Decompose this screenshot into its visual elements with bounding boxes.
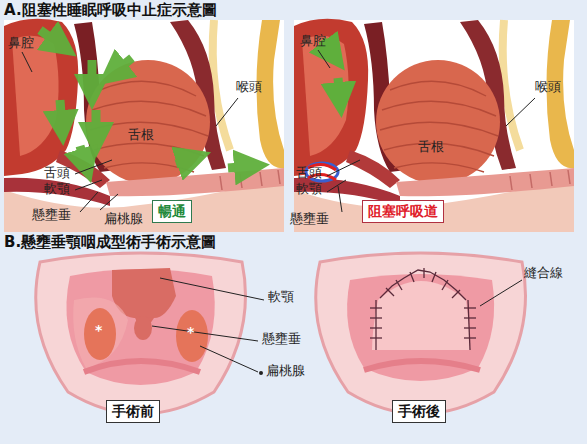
part-label: 喉頭 [535,80,561,95]
part-label: 喉頭 [236,80,262,95]
box-text: 暢通 [158,203,186,219]
part-label: 懸壅垂 [262,332,301,347]
section-heading: B.懸壅垂顎咽成型術手術示意圖 [4,234,216,251]
part-label: 扁桃腺 [266,364,305,379]
part-label: 懸壅垂 [290,212,329,227]
part-label: 軟顎 [44,182,70,197]
part-label: 軟顎 [296,182,322,197]
box-text: 阻塞呼吸道 [368,203,438,219]
part-label: 鼻腔 [8,36,34,51]
part-label: 舌根 [418,140,444,155]
label-box: 手術前 [106,400,160,423]
part-label: 縫合線 [524,266,563,281]
label-box: 阻塞呼吸道 [362,200,444,223]
part-label: 鼻腔 [300,34,326,49]
asterisk-mark: * [95,322,102,338]
part-label: 扁桃腺 [104,212,143,227]
part-label: 軟顎 [268,290,294,305]
box-text: 手術前 [112,403,154,419]
section-heading: A.阻塞性睡眠呼吸中止症示意圖 [4,2,217,19]
part-label: 舌頭 [44,166,70,181]
box-text: 手術後 [398,403,440,419]
label-box: 手術後 [392,400,446,423]
part-label: 舌頭 [296,166,322,181]
part-label: 舌根 [128,128,154,143]
part-label: 懸壅垂 [32,208,71,223]
label-box: 暢通 [152,200,192,223]
asterisk-mark: * [187,324,194,340]
